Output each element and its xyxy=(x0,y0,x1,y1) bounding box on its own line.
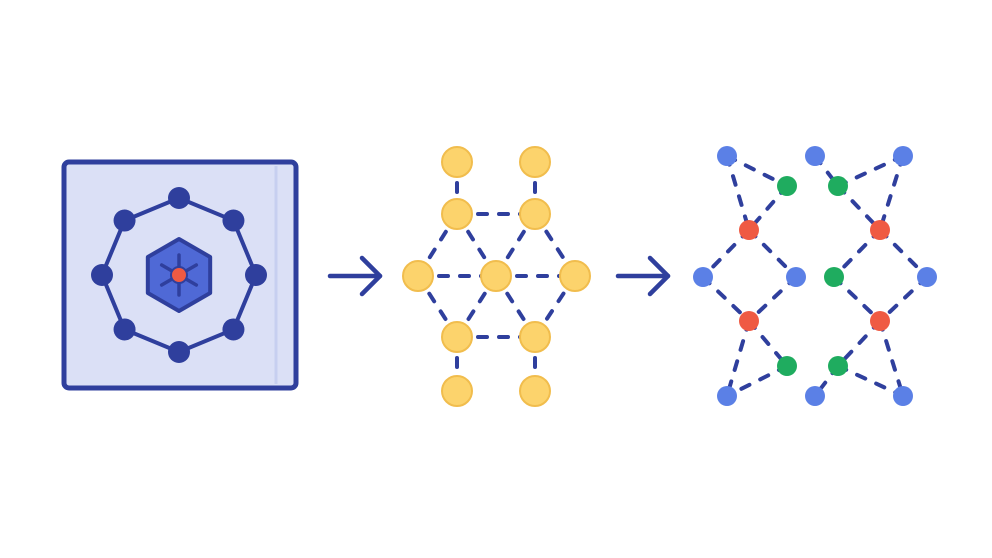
lattice-node xyxy=(519,146,551,178)
arrow-right-icon xyxy=(615,255,671,297)
blue-node xyxy=(893,146,913,166)
blue-node xyxy=(786,267,806,287)
lattice-node xyxy=(559,260,591,292)
atom-in-square-icon xyxy=(61,159,299,391)
ring-node xyxy=(113,318,136,341)
blue-node xyxy=(693,267,713,287)
lattice-node xyxy=(441,375,473,407)
yellow-lattice-icon xyxy=(402,146,591,407)
network-bond xyxy=(836,319,882,368)
blue-node xyxy=(717,146,737,166)
network-bond xyxy=(832,228,882,279)
blue-node xyxy=(805,146,825,166)
blue-node xyxy=(917,267,937,287)
red-node xyxy=(739,311,759,331)
network-bond xyxy=(747,275,798,323)
lattice-node xyxy=(519,198,551,230)
lattice-node xyxy=(402,260,434,292)
network-bond xyxy=(878,154,905,232)
arrow-head xyxy=(359,255,383,297)
green-node xyxy=(777,176,797,196)
network-bond xyxy=(725,319,751,398)
blue-node xyxy=(717,386,737,406)
green-node xyxy=(824,267,844,287)
lattice-node xyxy=(519,321,551,353)
ring-node xyxy=(222,318,245,341)
ring-node xyxy=(113,209,136,232)
network-bond xyxy=(878,319,905,398)
ring-node xyxy=(91,264,113,286)
red-node xyxy=(739,220,759,240)
lattice-node xyxy=(441,321,473,353)
green-node xyxy=(828,356,848,376)
network-bond xyxy=(878,275,929,323)
lattice-node xyxy=(519,375,551,407)
lattice-node xyxy=(441,198,473,230)
arrow-right-icon xyxy=(327,255,383,297)
ring-node xyxy=(222,209,245,232)
green-node xyxy=(777,356,797,376)
ring-node xyxy=(168,187,190,209)
lattice-node xyxy=(441,146,473,178)
core-dot xyxy=(170,266,188,284)
green-node xyxy=(828,176,848,196)
red-node xyxy=(870,220,890,240)
lattice-node xyxy=(480,260,512,292)
network-bond xyxy=(701,228,751,279)
network-bond xyxy=(836,184,882,232)
network-bond xyxy=(701,275,751,323)
blue-node xyxy=(893,386,913,406)
red-node xyxy=(870,311,890,331)
network-bond xyxy=(832,275,882,323)
network-bond xyxy=(725,154,751,232)
blue-node xyxy=(805,386,825,406)
ring-node xyxy=(168,341,190,363)
arrow-head xyxy=(647,255,671,297)
colored-network-icon xyxy=(693,146,937,406)
ring-node xyxy=(245,264,267,286)
